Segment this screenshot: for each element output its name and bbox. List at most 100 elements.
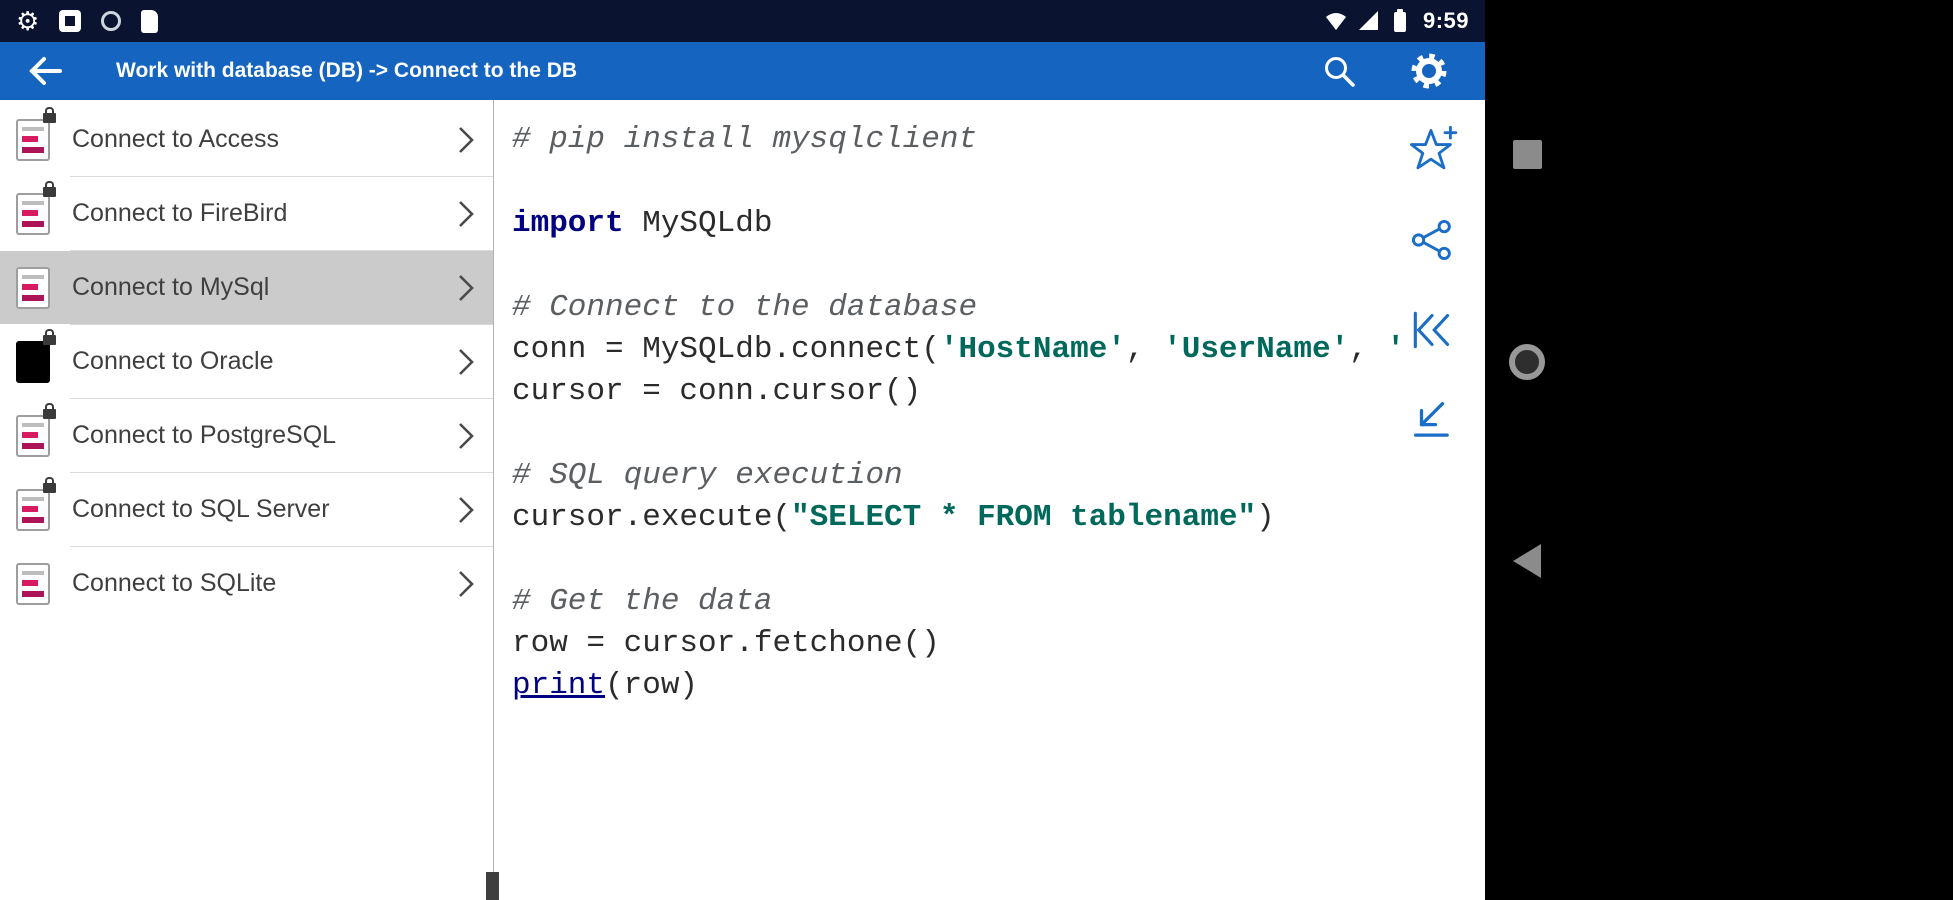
corner-arrow-icon [1414, 402, 1449, 437]
app-bar: Work with database (DB) -> Connect to th… [0, 42, 1485, 100]
sidebar-item-connect-to-postgresql[interactable]: Connect to PostgreSQL [0, 399, 493, 472]
code-token: import [512, 206, 624, 241]
recents-button[interactable] [1485, 140, 1569, 169]
lock-icon [43, 106, 56, 123]
navigation-bar [1485, 0, 1953, 900]
app-bar-actions [1321, 49, 1451, 93]
code-token: MySQLdb [623, 206, 773, 241]
code-block: # pip install mysqlclient import MySQLdb… [512, 119, 1485, 707]
sidebar-item-connect-to-mysql[interactable]: Connect to MySql [0, 251, 493, 324]
sidebar-item-label: Connect to SQLite [72, 569, 277, 597]
code-line: # Connect to the database [512, 287, 1485, 329]
skip-to-start-button[interactable] [1404, 302, 1460, 358]
sidebar-item-connect-to-oracle[interactable]: Connect to Oracle [0, 325, 493, 398]
sidebar-item-connect-to-sqlite[interactable]: Connect to SQLite [0, 547, 493, 620]
code-token: # SQL query execution [512, 458, 903, 493]
chevron-right-icon [459, 126, 474, 153]
ring-status-icon [101, 11, 122, 31]
code-line: cursor.execute("SELECT * FROM tablename"… [512, 497, 1485, 539]
lock-icon [43, 180, 56, 197]
lock-icon [43, 328, 56, 345]
sidebar-item-connect-to-access[interactable]: Connect to Access [0, 103, 493, 176]
favorite-button[interactable] [1404, 122, 1460, 178]
star-add-icon [1410, 125, 1458, 170]
sidebar-item-label: Connect to PostgreSQL [72, 421, 337, 449]
sidebar-item-label: Connect to SQL Server [72, 495, 330, 523]
black-square-icon [16, 328, 56, 383]
code-token: , [1349, 332, 1387, 367]
chevron-right-icon [459, 348, 474, 375]
code-line [512, 245, 1485, 287]
code-file-icon [16, 180, 56, 235]
code-file-icon [16, 562, 50, 605]
triangle-left-icon [1513, 544, 1541, 578]
code-token: cursor.execute( [512, 500, 792, 535]
list-divider [70, 324, 493, 325]
code-token: (row) [605, 668, 699, 703]
code-file-icon [16, 106, 56, 161]
back-nav-button[interactable] [1485, 544, 1569, 578]
back-button[interactable] [26, 54, 64, 88]
circle-icon [1509, 344, 1545, 380]
status-right-cluster: 9:59 [1324, 8, 1469, 34]
code-line: # Get the data [512, 581, 1485, 623]
search-button[interactable] [1321, 53, 1357, 89]
sidebar-item-label: Connect to FireBird [72, 199, 288, 227]
code-token: # pip install mysqlclient [512, 122, 978, 157]
code-line: print(row) [512, 665, 1485, 707]
list-divider [70, 250, 493, 251]
settings-gear-icon [1411, 53, 1447, 89]
lock-icon [43, 476, 56, 493]
list-divider [70, 176, 493, 177]
chevron-right-icon [459, 274, 474, 301]
sidebar-item-connect-to-firebird[interactable]: Connect to FireBird [0, 177, 493, 250]
code-view[interactable]: # pip install mysqlclient import MySQLdb… [494, 100, 1485, 900]
share-icon [1411, 219, 1451, 261]
sidebar-item-connect-to-sql-server[interactable]: Connect to SQL Server [0, 473, 493, 546]
sidebar-item-label: Connect to MySql [72, 273, 270, 301]
code-token: row = cursor.fetchone() [512, 626, 940, 661]
sidebar-item-label: Connect to Oracle [72, 347, 274, 375]
wifi-icon [1325, 13, 1346, 30]
battery-icon [1393, 9, 1406, 32]
code-token: 'HostName' [939, 332, 1126, 367]
print-link[interactable]: print [512, 668, 606, 703]
code-file-icon [16, 266, 50, 309]
code-line [512, 413, 1485, 455]
code-line [512, 161, 1485, 203]
app-square-status-icon [59, 10, 82, 32]
code-token: 'UserName' [1163, 332, 1350, 367]
share-button[interactable] [1404, 212, 1460, 268]
jump-to-corner-button[interactable] [1404, 392, 1460, 448]
back-arrow-icon [29, 57, 62, 85]
scrollbar-thumb[interactable] [486, 872, 499, 900]
code-file-icon [16, 476, 56, 531]
search-icon [1325, 57, 1355, 87]
code-token: "SELECT * FROM tablename" [791, 500, 1257, 535]
code-line: cursor = conn.cursor() [512, 371, 1485, 413]
square-icon [1512, 140, 1542, 169]
code-token: # Get the data [512, 584, 773, 619]
code-line: conn = MySQLdb.connect('HostName', 'User… [512, 329, 1485, 371]
code-line [512, 539, 1485, 581]
settings-button[interactable] [1407, 49, 1451, 93]
list-divider [70, 472, 493, 473]
storage-status-icon [141, 9, 159, 33]
code-token: ) [1256, 500, 1275, 535]
gear-status-icon: ⚙ [16, 6, 40, 36]
code-file-icon [16, 402, 56, 457]
cell-signal-icon [1358, 11, 1378, 30]
code-token: cursor = conn.cursor() [512, 374, 922, 409]
code-token: conn = MySQLdb.connect( [512, 332, 940, 367]
home-button[interactable] [1485, 344, 1569, 380]
code-line: # SQL query execution [512, 455, 1485, 497]
list-divider [70, 546, 493, 547]
code-token: , [1125, 332, 1164, 367]
chevron-right-icon [459, 200, 474, 227]
chevron-right-icon [459, 496, 474, 523]
code-line: row = cursor.fetchone() [512, 623, 1485, 665]
code-line: import MySQLdb [512, 203, 1485, 245]
